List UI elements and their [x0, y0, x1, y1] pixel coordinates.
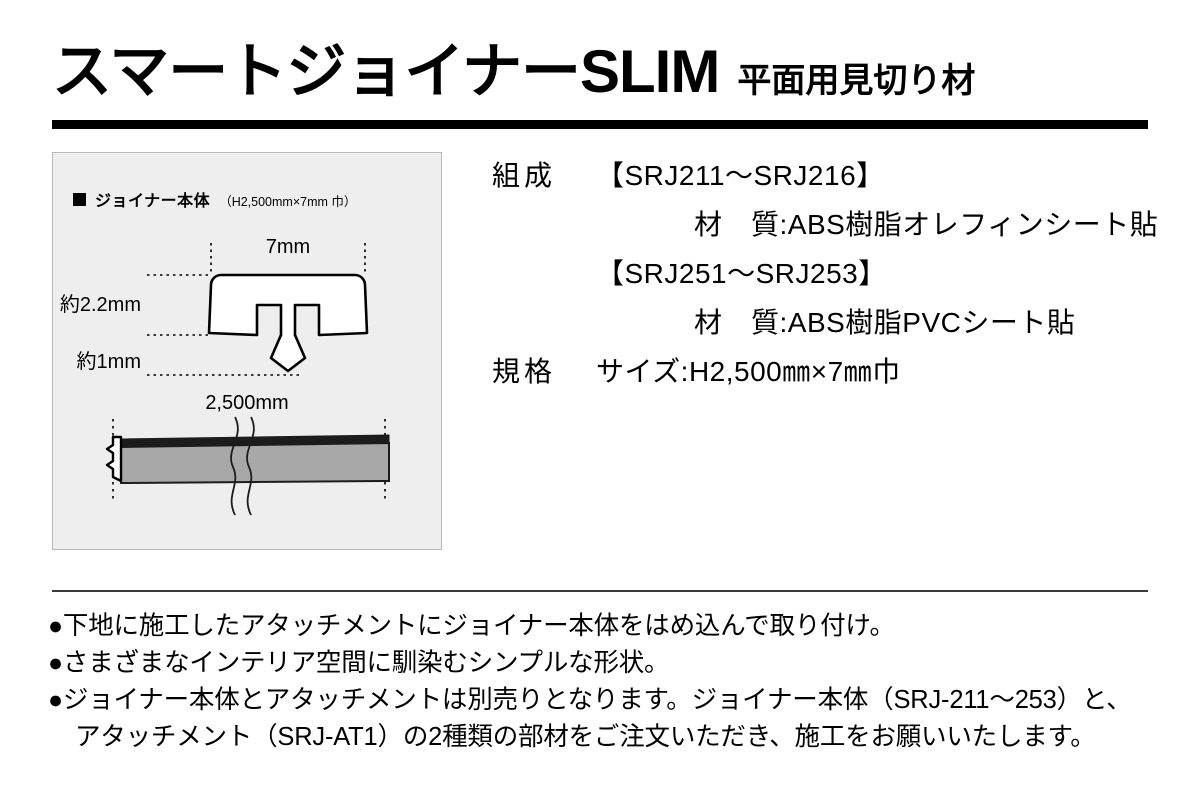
spec-value: 材 質:ABS樹脂PVCシート貼: [694, 307, 1076, 338]
profile-cross-section-drawing: 7mm 約2.2mm 約1mm: [60, 236, 369, 376]
profile-width-label: 7mm: [266, 236, 310, 258]
title-row: スマートジョイナーSLIM 平面用見切り材: [52, 36, 1148, 114]
spec-value: サイズ:H2,500㎜×7㎜巾: [596, 356, 901, 387]
profile-outline: [207, 273, 369, 373]
note-text: ジョイナー本体とアタッチメントは別売りとなります。ジョイナー本体（SRJ-211…: [62, 686, 1132, 714]
diagram-caption: ジョイナー本体 （H2,500mm×7mm 巾）: [73, 187, 356, 211]
section-divider: [52, 590, 1148, 592]
bar-end-profile: [105, 435, 123, 483]
spec-value: 材 質:ABS樹脂オレフィンシート貼: [694, 209, 1159, 240]
spec-label: 規格: [492, 356, 557, 387]
spec-row: 材 質:ABS樹脂オレフィンシート貼: [492, 200, 1158, 249]
spec-row: 規格 サイズ:H2,500㎜×7㎜巾: [492, 347, 1152, 396]
page-header: スマートジョイナーSLIM 平面用見切り材: [52, 36, 1148, 134]
spec-label: 組成: [492, 160, 557, 191]
note-text: 下地に施工したアタッチメントにジョイナー本体をはめ込んで取り付け。: [62, 612, 895, 640]
break-line-b: [246, 416, 255, 516]
spec-row: 【SRJ251〜SRJ253】: [492, 249, 1152, 298]
header-rule: [52, 120, 1148, 129]
note-text: さまざまなインテリア空間に馴染むシンプルな形状。: [62, 649, 670, 677]
note-item: ● さまざまなインテリア空間に馴染むシンプルな形状。: [48, 645, 1156, 682]
spec-value: 【SRJ211〜SRJ216】: [596, 160, 885, 191]
bullet-icon: ●: [48, 686, 63, 714]
profile-height-label: 約2.2mm: [60, 293, 141, 316]
length-label: 2,500mm: [205, 392, 288, 414]
note-text-continued: アタッチメント（SRJ-AT1）の2種類の部材をご注文いただき、施工をお願いいた…: [75, 723, 1096, 751]
bar-face: [120, 441, 390, 485]
spec-row: 組成 【SRJ211〜SRJ216】: [492, 151, 1152, 200]
note-item: ● 下地に施工したアタッチメントにジョイナー本体をはめ込んで取り付け。: [48, 608, 1156, 645]
length-bar-drawing: 2,500mm: [105, 392, 390, 516]
profile-tab-label: 約1mm: [77, 350, 141, 373]
break-line-a: [230, 416, 239, 516]
spec-list: 組成 【SRJ211〜SRJ216】 材 質:ABS樹脂オレフィンシート貼 【S…: [492, 151, 1158, 396]
square-marker-icon: [73, 193, 86, 206]
bullet-icon: ●: [48, 612, 63, 640]
diagram-caption-note: （H2,500mm×7mm 巾）: [219, 195, 357, 209]
spec-row: 材 質:ABS樹脂PVCシート貼: [492, 298, 1152, 347]
spec-value: 【SRJ251〜SRJ253】: [596, 258, 887, 289]
page-subtitle: 平面用見切り材: [737, 62, 976, 100]
bullet-icon: ●: [48, 649, 63, 677]
page-title: スマートジョイナーSLIM: [52, 38, 720, 105]
note-item: ● ジョイナー本体とアタッチメントは別売りとなります。ジョイナー本体（SRJ-2…: [48, 682, 1156, 719]
diagram-caption-title: ジョイナー本体: [95, 193, 211, 210]
diagram-panel: ジョイナー本体 （H2,500mm×7mm 巾） 7mm 約2.2mm 約1mm…: [52, 152, 442, 550]
notes-list: ● 下地に施工したアタッチメントにジョイナー本体をはめ込んで取り付け。 ● さま…: [48, 608, 1156, 756]
